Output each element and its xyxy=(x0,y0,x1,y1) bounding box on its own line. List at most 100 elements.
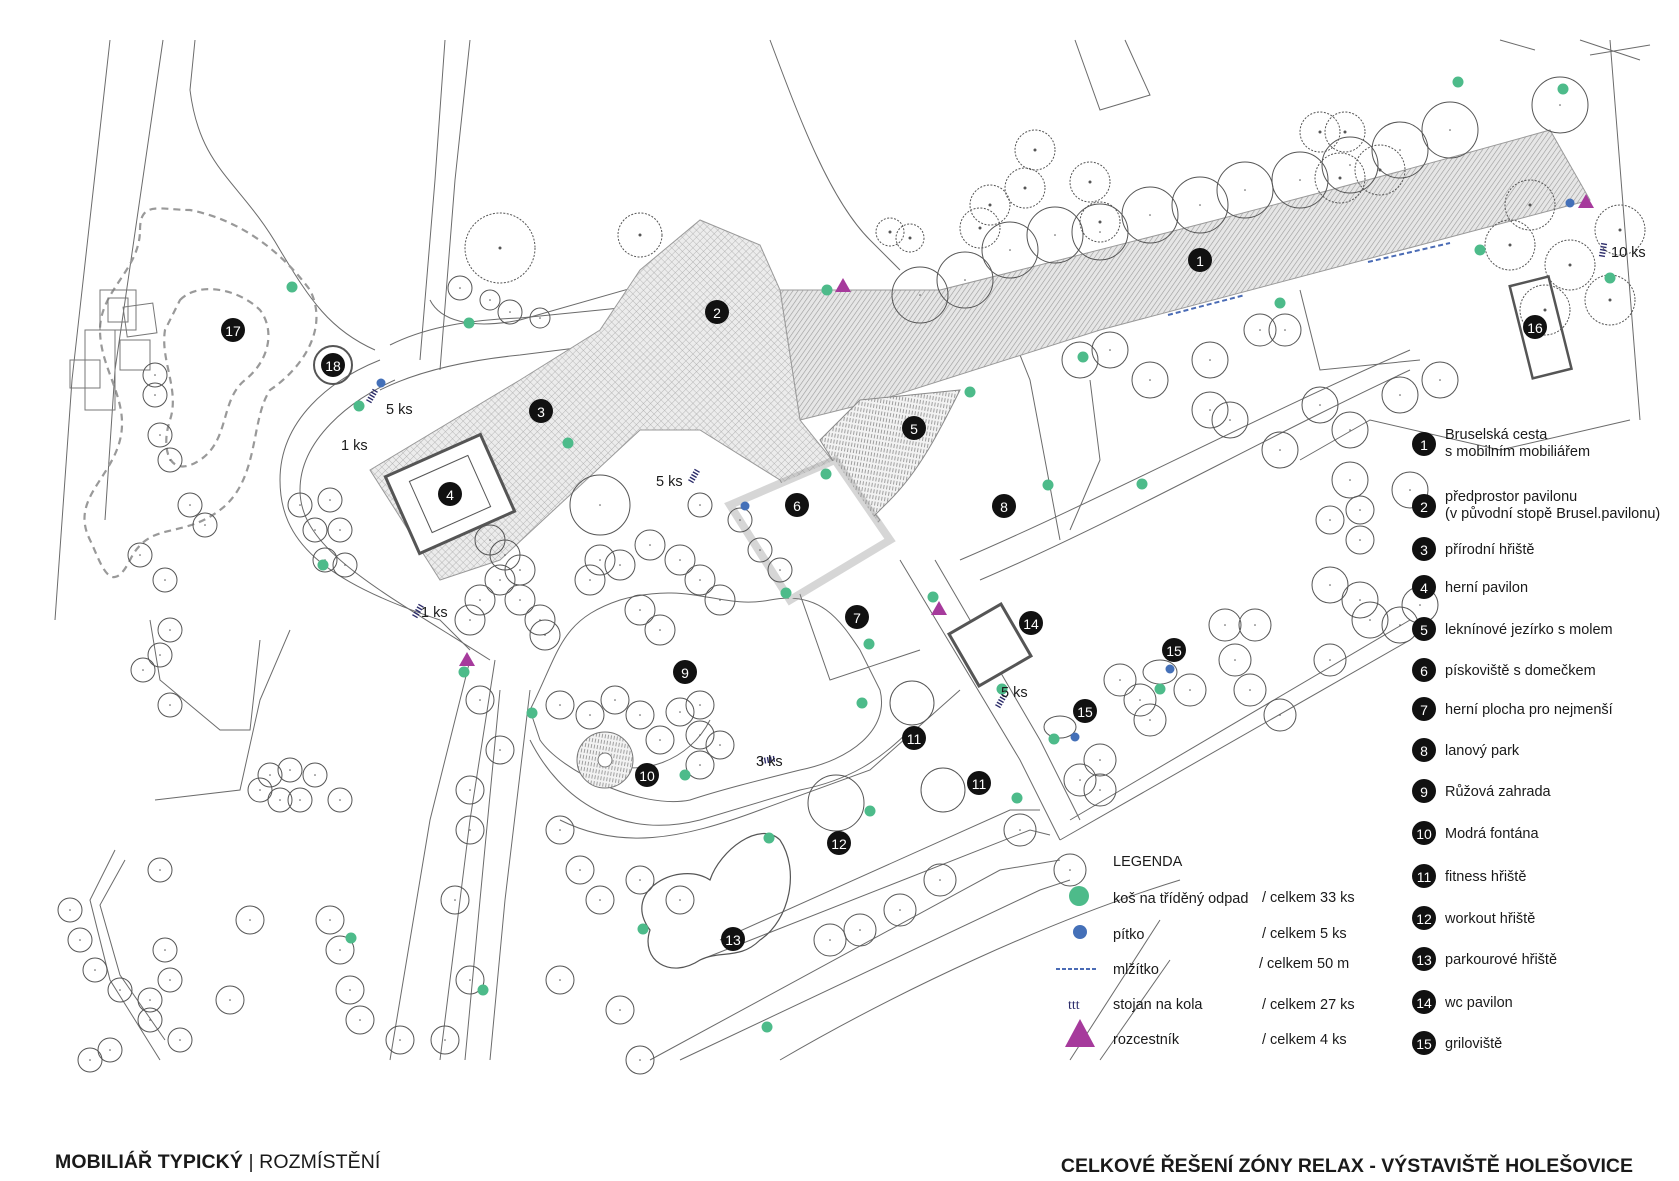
title-separator: | xyxy=(248,1151,254,1173)
tree-canopy-icon xyxy=(1079,201,1121,243)
tree-canopy-icon xyxy=(624,594,656,626)
tree-canopy-icon xyxy=(565,855,595,885)
tree-trunk-icon xyxy=(1409,489,1411,491)
zone-marker: 12 xyxy=(827,831,851,855)
zone-label: herní plocha pro nejmenší xyxy=(1445,702,1613,718)
marker-circle-icon xyxy=(992,494,1016,518)
tree-canopy-icon xyxy=(1345,525,1375,555)
tree-trunk-icon xyxy=(1508,243,1512,247)
signpost-icon xyxy=(835,278,851,292)
legend-label: mlžítko xyxy=(1113,962,1159,978)
tree-canopy-icon xyxy=(137,987,163,1013)
tree-trunk-icon xyxy=(154,394,156,396)
tree-canopy-icon xyxy=(959,207,1001,249)
tree-trunk-icon xyxy=(519,599,521,601)
tree-canopy-icon xyxy=(430,1025,460,1055)
tree-canopy-icon xyxy=(1173,673,1207,707)
tree-trunk-icon xyxy=(1399,149,1401,151)
zone-label: Bruselská cesta xyxy=(1445,427,1548,443)
qty-label: 5 ks xyxy=(386,402,413,418)
tree-trunk-icon xyxy=(329,499,331,501)
marker-circle-icon xyxy=(721,927,745,951)
tree-canopy-icon xyxy=(685,750,715,780)
waste-bin-icon xyxy=(1452,76,1464,88)
zone-number: 2 xyxy=(1420,499,1428,515)
mister-lines xyxy=(1167,242,1451,316)
marker-number: 12 xyxy=(831,836,847,852)
tree-canopy-icon xyxy=(1271,151,1329,209)
tree-canopy-icon xyxy=(645,725,675,755)
zone-marker: 2 xyxy=(705,300,729,324)
zone-number: 1 xyxy=(1420,437,1428,453)
tree-canopy-icon xyxy=(584,544,616,576)
waste-bin-icon xyxy=(637,923,649,935)
tree-canopy-icon xyxy=(465,685,495,715)
tree-trunk-icon xyxy=(699,579,701,581)
tree-trunk-icon xyxy=(679,711,681,713)
tree-trunk-icon xyxy=(1439,379,1441,381)
waste-bin-icon xyxy=(477,984,489,996)
tree-canopy-icon xyxy=(625,700,655,730)
tree-trunk-icon xyxy=(659,629,661,631)
marker-circle-icon xyxy=(1412,1031,1436,1055)
tree-trunk-icon xyxy=(1149,379,1151,381)
green-dot-icon xyxy=(1069,886,1089,906)
waste-bin-icon xyxy=(1042,479,1054,491)
tree-canopy-icon xyxy=(1301,386,1339,424)
tree-canopy-icon xyxy=(1371,121,1429,179)
tree-trunk-icon xyxy=(444,1039,446,1041)
marker-circle-icon xyxy=(1073,699,1097,723)
tree-canopy-icon xyxy=(215,985,245,1015)
zone-marker: 1 xyxy=(1188,248,1212,272)
tree-trunk-icon xyxy=(899,909,901,911)
tree-canopy-icon xyxy=(1544,239,1596,291)
marker-number: 6 xyxy=(793,498,801,514)
tree-trunk-icon xyxy=(499,749,501,751)
signpost-icon xyxy=(931,601,947,615)
tree-canopy-icon xyxy=(464,212,536,284)
tree-canopy-icon xyxy=(545,965,575,995)
tree-canopy-icon xyxy=(1261,431,1299,469)
waste-bin-icon xyxy=(458,666,470,678)
qty-label: 5 ks xyxy=(656,474,683,490)
marker-circle-icon xyxy=(1412,990,1436,1014)
tree-canopy-icon xyxy=(664,544,696,576)
tree-trunk-icon xyxy=(299,799,301,801)
marker-number: 2 xyxy=(713,305,721,321)
tree-canopy-icon xyxy=(1191,391,1229,429)
drinking-fountain-icon xyxy=(740,501,750,511)
legend-title: LEGENDA xyxy=(1113,854,1183,870)
marker-circle-icon xyxy=(705,300,729,324)
tree-trunk-icon xyxy=(1329,659,1331,661)
zone-marker: 16 xyxy=(1523,315,1547,339)
waste-bin-icon xyxy=(1136,478,1148,490)
tree-trunk-icon xyxy=(154,374,156,376)
tree-trunk-icon xyxy=(149,1019,151,1021)
tree-trunk-icon xyxy=(1023,186,1027,190)
tree-canopy-icon xyxy=(1069,161,1111,203)
tree-canopy-icon xyxy=(634,529,666,561)
tree-trunk-icon xyxy=(479,599,481,601)
tree-canopy-icon xyxy=(605,995,635,1025)
tree-trunk-icon xyxy=(169,629,171,631)
waste-bin-icon xyxy=(821,284,833,296)
tree-canopy-icon xyxy=(1268,313,1302,347)
marker-circle-icon xyxy=(221,318,245,342)
waste-bin-icon xyxy=(964,386,976,398)
tree-canopy-icon xyxy=(687,492,713,518)
tree-canopy-icon xyxy=(704,584,736,616)
tree-trunk-icon xyxy=(1343,130,1347,134)
tree-trunk-icon xyxy=(1149,719,1151,721)
marker-number: 14 xyxy=(1023,616,1039,632)
tree-trunk-icon xyxy=(978,226,982,230)
tree-canopy-icon xyxy=(440,885,470,915)
waste-bin-icon xyxy=(1274,297,1286,309)
tree-canopy-icon xyxy=(767,557,793,583)
zone-number: 11 xyxy=(1417,869,1432,885)
tree-canopy-icon xyxy=(1341,581,1379,619)
tree-canopy-icon xyxy=(1004,167,1046,209)
waste-bin-icon xyxy=(679,769,691,781)
furniture-symbols xyxy=(286,76,1616,1033)
